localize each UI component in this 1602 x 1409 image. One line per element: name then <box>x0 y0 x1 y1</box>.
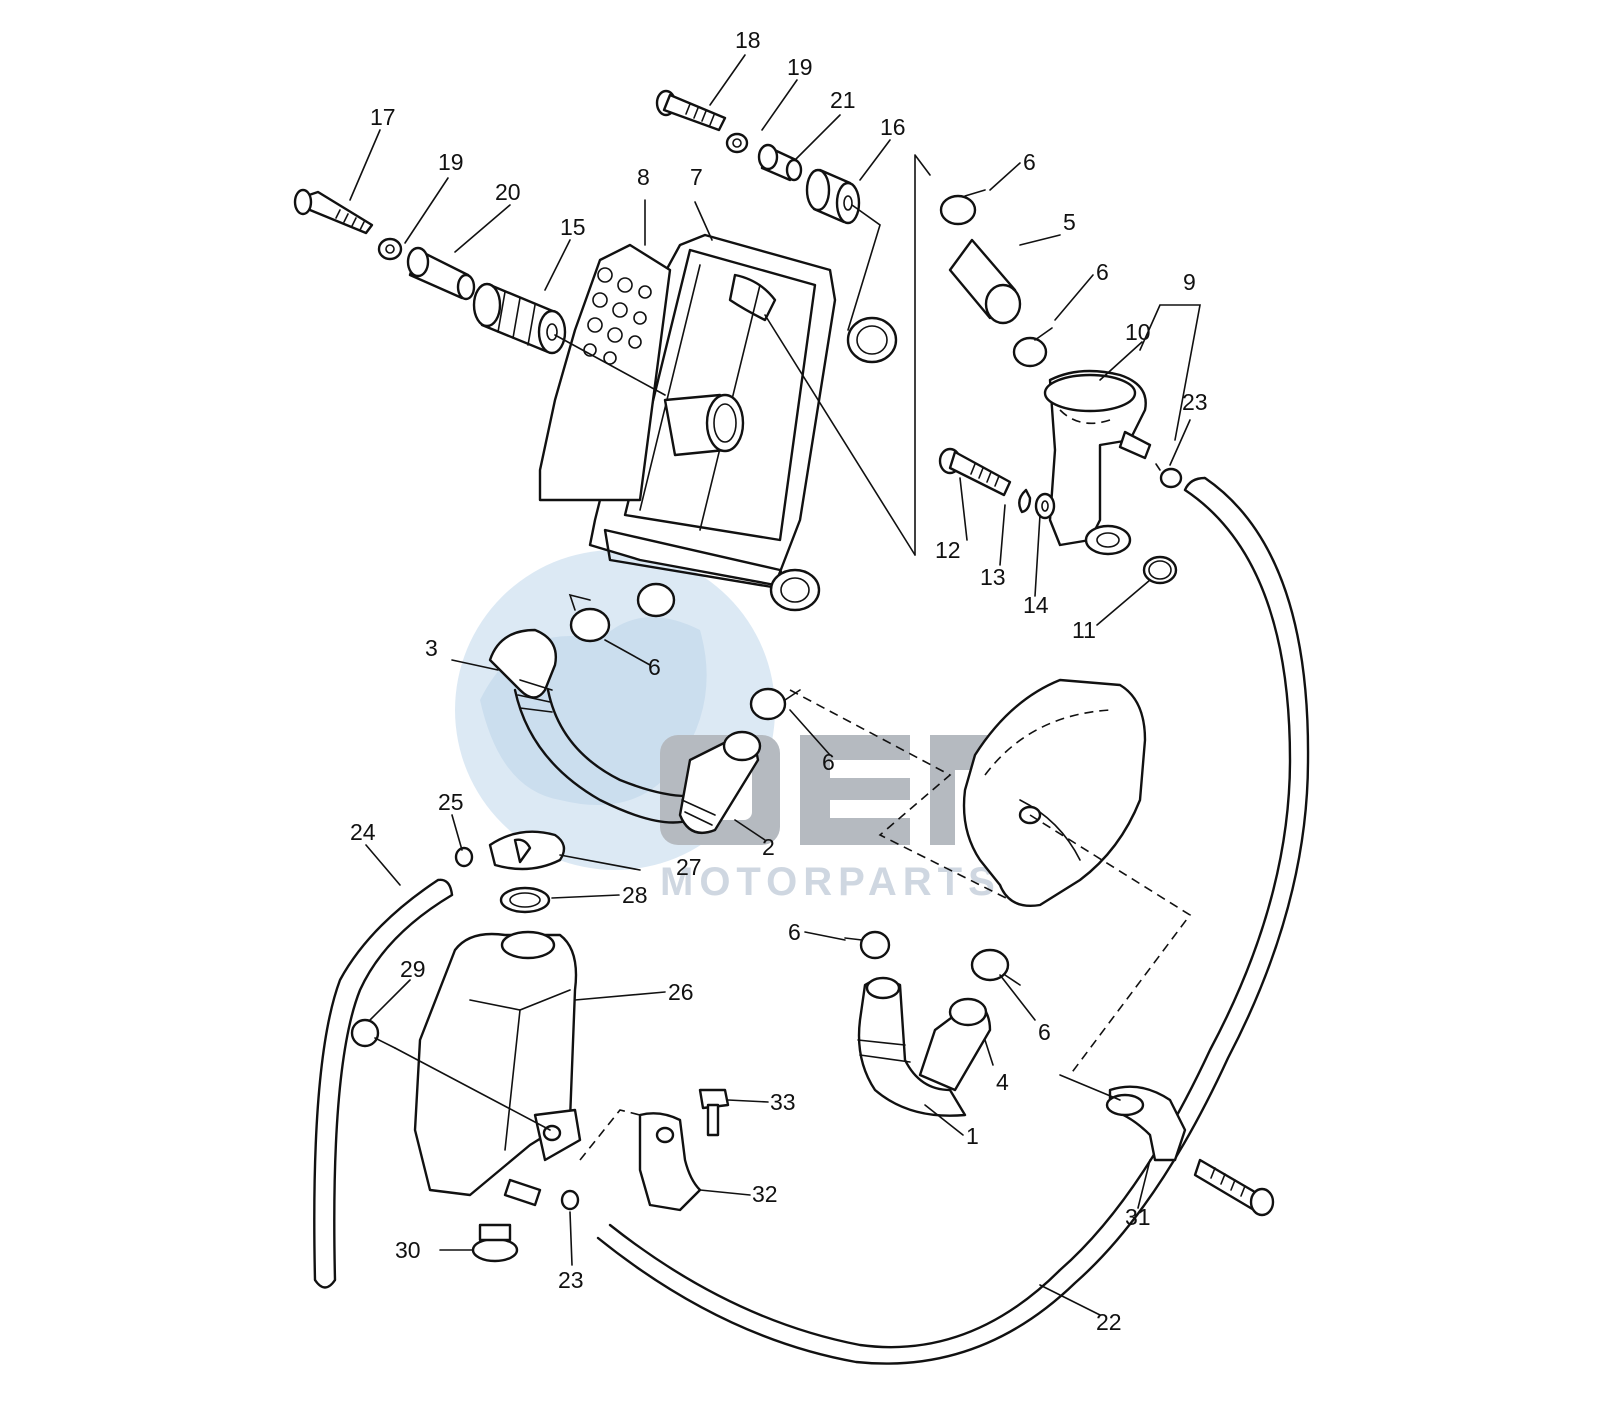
callout-19b: 19 <box>438 149 464 175</box>
callout-18: 18 <box>735 27 761 53</box>
washer-19a <box>377 237 403 261</box>
callout-9: 9 <box>1183 269 1196 295</box>
bracket-31 <box>1105 1085 1275 1217</box>
leader-grommet-15 <box>554 334 666 396</box>
leader-pump <box>1029 814 1192 1076</box>
callout-13: 13 <box>980 564 1006 590</box>
callout-5: 5 <box>1063 209 1076 235</box>
callout-31: 31 <box>1125 1204 1151 1230</box>
callout-28: 28 <box>622 882 648 908</box>
hose-1 <box>857 976 967 1117</box>
callout-25: 25 <box>438 789 464 815</box>
callout-1: 1 <box>966 1123 979 1149</box>
o-ring-11 <box>1142 555 1178 585</box>
bolt-12 <box>938 447 1012 497</box>
callout-11: 11 <box>1072 617 1096 643</box>
callout-27: 27 <box>676 854 702 880</box>
callout-14: 14 <box>1023 592 1049 618</box>
callout-17: 17 <box>370 104 396 130</box>
clip-23b <box>560 1189 580 1211</box>
washer-14 <box>1034 492 1056 520</box>
pump-cover <box>962 678 1147 907</box>
callout-7: 7 <box>690 164 703 190</box>
callout-29: 29 <box>400 956 426 982</box>
callout-6c: 6 <box>648 654 661 680</box>
callout-6a: 6 <box>1023 149 1036 175</box>
callout-33: 33 <box>770 1089 796 1115</box>
washer-13 <box>1018 488 1032 514</box>
callout-19a: 19 <box>787 54 813 80</box>
grommet-15 <box>472 282 567 355</box>
callout-6d: 6 <box>822 749 835 775</box>
bolt-33 <box>698 1088 730 1137</box>
watermark-subtext: MOTORPARTS <box>660 860 1001 904</box>
leader-bracket <box>1059 1074 1121 1101</box>
callout-16: 16 <box>880 114 906 140</box>
bolt-17 <box>293 188 374 235</box>
callout-22: 22 <box>1096 1309 1122 1335</box>
callout-32: 32 <box>752 1181 778 1207</box>
hose-5 <box>948 238 1022 325</box>
collar-20 <box>406 246 476 301</box>
clamp-6a <box>939 189 986 226</box>
collar-21 <box>757 143 803 182</box>
hose-24 <box>313 878 454 1289</box>
callout-30: 30 <box>395 1237 421 1263</box>
callout-21: 21 <box>830 87 856 113</box>
watermark-letter-e <box>800 735 910 845</box>
callout-12: 12 <box>935 537 961 563</box>
leader-screw <box>394 1047 551 1131</box>
clip-25 <box>454 846 474 868</box>
callout-labels: 1 2 3 4 5 6 6 6 6 6 6 7 8 9 10 11 12 13 … <box>350 27 1208 1335</box>
leader-grommet-16 <box>847 204 881 331</box>
callout-24: 24 <box>350 819 376 845</box>
leader-bracket-32 <box>579 1109 641 1161</box>
grommet-16 <box>805 168 861 225</box>
clamp-6d <box>749 687 801 721</box>
hose-2 <box>678 730 762 835</box>
cap-30 <box>471 1223 519 1263</box>
radiator <box>538 233 898 618</box>
bracket-32 <box>638 1112 702 1212</box>
callout-10: 10 <box>1125 319 1151 345</box>
clamp-6f <box>970 948 1021 986</box>
screw-29 <box>350 1018 396 1049</box>
hose-3 <box>488 628 702 824</box>
callout-leaders <box>349 54 1201 1316</box>
callout-8: 8 <box>637 164 650 190</box>
clamp-6c <box>568 593 611 643</box>
thermostat-housing <box>1043 369 1152 556</box>
callout-4: 4 <box>996 1069 1009 1095</box>
callout-23a: 23 <box>1182 389 1208 415</box>
callout-6e: 6 <box>788 919 801 945</box>
callout-2: 2 <box>762 834 775 860</box>
gasket-28 <box>499 886 551 914</box>
washer-19b <box>725 132 749 154</box>
callout-26: 26 <box>668 979 694 1005</box>
reservoir-tank-26 <box>413 930 582 1207</box>
bolt-18 <box>655 89 727 132</box>
callout-23b: 23 <box>558 1267 584 1293</box>
callout-15: 15 <box>560 214 586 240</box>
callout-6f: 6 <box>1038 1019 1051 1045</box>
clamp-6e <box>844 930 891 960</box>
callout-20: 20 <box>495 179 521 205</box>
bracket-line-right <box>914 154 931 556</box>
cap-27 <box>488 830 566 871</box>
hose-4 <box>918 997 992 1092</box>
leader-hose-2 <box>789 689 1021 906</box>
leader-radiator-hose <box>764 314 916 556</box>
clip-23a <box>1155 463 1183 489</box>
callout-6b: 6 <box>1096 259 1109 285</box>
clamp-6b <box>1012 327 1053 368</box>
callout-3: 3 <box>425 635 438 661</box>
